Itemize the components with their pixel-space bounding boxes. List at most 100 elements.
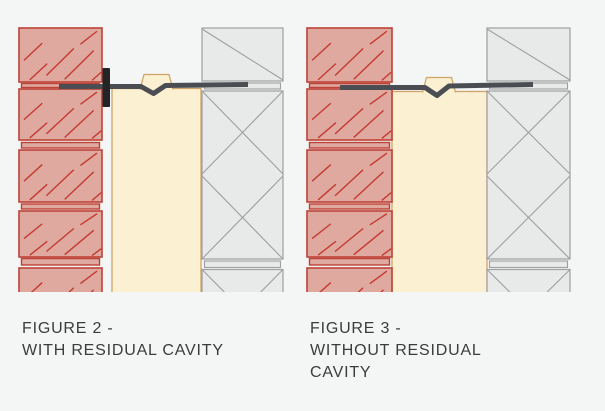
brick	[306, 210, 393, 258]
brick-hatch-line	[64, 109, 95, 138]
brick-outer-leaf	[306, 27, 393, 292]
brick-hatch-line	[353, 171, 384, 200]
block-joint	[488, 260, 569, 269]
brick-hatch-line	[91, 248, 102, 257]
brick-hatch-line	[317, 240, 337, 256]
brick-hatch-line	[369, 30, 388, 45]
block-hatch-line	[486, 269, 511, 292]
inner-block-leaf	[486, 27, 571, 292]
brick	[306, 267, 393, 292]
mortar-joint	[20, 203, 101, 210]
brick-hatch-line	[381, 248, 392, 257]
block	[201, 90, 284, 260]
brick-hatch-line	[381, 71, 392, 81]
brick-outer-leaf	[18, 27, 103, 292]
brick-hatch-line	[45, 107, 75, 135]
brick-hatch-line	[353, 50, 384, 80]
brick-hatch-line	[353, 229, 384, 256]
wall-tie	[340, 82, 534, 98]
brick-hatch-line	[45, 227, 75, 253]
brick-hatch-line	[23, 42, 43, 61]
figure-2-diagram	[18, 27, 284, 292]
brick-hatch-line	[29, 183, 48, 201]
brick-hatch-line	[23, 102, 43, 121]
brick-hatch-line	[317, 122, 337, 139]
block-hatch-line	[201, 28, 284, 81]
brick-hatch-line	[79, 270, 98, 285]
brick	[306, 88, 393, 141]
block-hatch-line	[201, 90, 284, 175]
block-hatch-line	[201, 269, 225, 292]
block	[486, 90, 571, 260]
block-hatch-line	[260, 269, 284, 292]
mortar-joint	[20, 257, 101, 266]
brick-hatch-line	[29, 122, 48, 139]
brick-hatch-line	[91, 192, 102, 201]
brick-hatch-line	[334, 169, 364, 197]
brick-hatch-line	[334, 48, 364, 77]
block-hatch-line	[546, 269, 571, 292]
insulation-body	[391, 90, 488, 292]
figure-3-caption-line-3: CAVITY	[310, 364, 372, 381]
block-hatch-line	[486, 28, 571, 81]
brick-hatch-line	[381, 130, 392, 140]
brick-hatch-line	[319, 282, 332, 292]
brick-hatch-line	[64, 171, 95, 200]
brick-hatch-line	[80, 213, 98, 226]
brick-hatch-line	[64, 229, 95, 256]
brick	[18, 267, 103, 292]
figure-2-caption: FIGURE 2 - WITH RESIDUAL CAVITY	[22, 318, 224, 362]
brick-hatch-line	[30, 282, 43, 292]
brick-hatch-line	[334, 227, 364, 253]
brick-hatch-line	[317, 63, 337, 81]
brick-hatch-line	[79, 152, 98, 167]
block-hatch-line	[201, 175, 284, 260]
brick-hatch-line	[79, 30, 98, 45]
brick-hatch-line	[29, 63, 48, 81]
insulation-board	[111, 73, 202, 292]
brick-hatch-line	[369, 213, 388, 226]
block	[486, 268, 571, 292]
brick	[18, 149, 103, 203]
block	[201, 268, 284, 292]
brick-hatch-line	[91, 71, 102, 81]
figure-3-caption: FIGURE 3 - WITHOUT RESIDUAL CAVITY	[310, 318, 482, 384]
residual-cavity	[102, 88, 112, 292]
block-joint	[203, 260, 282, 269]
insulation-body	[111, 87, 202, 292]
brick-hatch-line	[45, 169, 75, 197]
brick-hatch-line	[381, 192, 392, 201]
brick-hatch-line	[311, 42, 332, 61]
tie-retaining-clip	[102, 68, 110, 107]
brick	[18, 27, 103, 83]
brick-hatch-line	[353, 109, 384, 138]
inner-block-leaf	[201, 27, 284, 292]
brick-hatch-line	[311, 223, 332, 240]
mortar-joint	[20, 141, 101, 149]
figure-2-caption-line-1: FIGURE 2 -	[22, 320, 114, 337]
block-hatch-line	[486, 175, 571, 260]
brick	[18, 88, 103, 141]
brick-hatch-line	[23, 223, 43, 240]
brick-hatch-line	[334, 107, 364, 135]
brick	[306, 27, 393, 83]
mortar-joint	[308, 257, 391, 266]
wall-tie	[59, 82, 249, 96]
brick-hatch-line	[369, 152, 388, 167]
mortar-joint	[308, 141, 391, 149]
mortar-joint	[308, 203, 391, 210]
figure-3-diagram	[306, 27, 571, 292]
insulation-board	[391, 76, 488, 292]
brick	[306, 149, 393, 203]
brick-hatch-line	[80, 91, 98, 105]
brick-hatch-line	[369, 91, 388, 105]
figure-3-caption-line-2: WITHOUT RESIDUAL	[310, 342, 482, 359]
brick-hatch-line	[311, 102, 332, 121]
brick-hatch-line	[45, 48, 75, 77]
brick-hatch-line	[64, 50, 95, 80]
figure-3-caption-line-1: FIGURE 3 -	[310, 320, 402, 337]
brick-hatch-line	[311, 164, 332, 182]
brick-hatch-line	[369, 270, 388, 285]
brick-hatch-line	[91, 130, 102, 140]
